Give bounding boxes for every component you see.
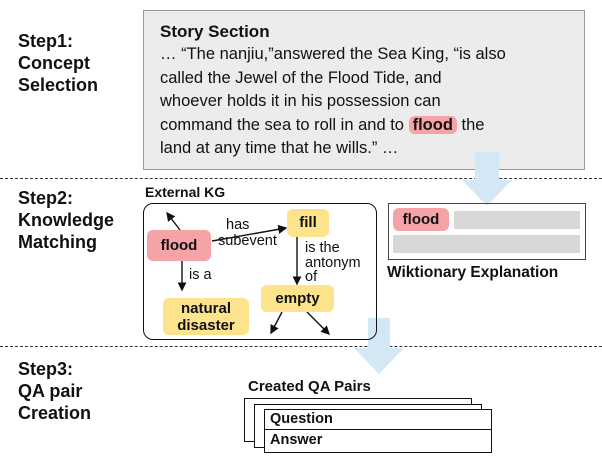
flow-arrow-story-to-wiktionary xyxy=(462,152,512,206)
external-kg-title: External KG xyxy=(145,184,226,200)
step1-title-line2: Selection xyxy=(18,75,99,95)
step2-title-line2: Matching xyxy=(18,232,97,252)
edge-has-subevent xyxy=(211,224,288,242)
wiktionary-panel xyxy=(388,203,586,260)
step1-title-line1: Concept xyxy=(18,53,90,73)
edge-label-has: has xyxy=(226,217,250,233)
kg-node-natural-line2: disaster xyxy=(177,317,235,334)
edge-flood-out-arrow xyxy=(166,211,181,231)
story-line-4: command the sea to roll in and to flood … xyxy=(160,114,570,138)
wiktionary-word-flood: flood xyxy=(393,208,449,231)
wiktionary-explanation-label: Wiktionary Explanation xyxy=(387,264,559,281)
qa-card-front xyxy=(264,409,492,453)
edge-label-subevent: subevent xyxy=(218,233,277,249)
step3-label: Step3: QA pair Creation xyxy=(18,358,91,424)
kg-node-natural-disaster: natural disaster xyxy=(163,298,249,335)
qa-answer-label: Answer xyxy=(270,432,323,448)
edge-label-is-a: is a xyxy=(189,267,212,283)
kg-node-empty: empty xyxy=(261,285,334,312)
step3-title-line1: QA pair xyxy=(18,381,83,401)
step1-label: Step1: Concept Selection xyxy=(18,30,98,96)
story-line-1: … “The nanjiu,”answered the Sea King, “i… xyxy=(160,45,506,63)
story-section-title: Story Section xyxy=(160,22,270,41)
edge-label-of: of xyxy=(305,269,318,285)
story-highlight-concept: flood xyxy=(408,115,457,134)
story-line-3: whoever holds it in his possession can xyxy=(160,92,441,110)
story-line-4-after: the xyxy=(461,115,485,134)
step2-number: Step2: xyxy=(18,188,74,208)
kg-node-natural-line1: natural xyxy=(180,300,231,317)
step2-label: Step2: Knowledge Matching xyxy=(18,187,114,253)
divider-step2-step3 xyxy=(0,346,602,347)
edge-label-is-the: is the xyxy=(305,240,340,256)
qa-question-label: Question xyxy=(270,411,333,427)
edge-label-antonym: antonym xyxy=(305,255,361,271)
qa-card-separator xyxy=(265,429,491,430)
story-line-2: called the Jewel of the Flood Tide, and xyxy=(160,68,442,87)
wiktionary-placeholder-line1 xyxy=(454,211,580,229)
kg-node-flood: flood xyxy=(147,230,211,261)
external-kg-box xyxy=(143,203,377,340)
step3-title-line2: Creation xyxy=(18,403,92,423)
story-section-panel: Story Section … “The nanjiu,”answered th… xyxy=(143,10,585,170)
kg-node-fill: fill xyxy=(287,209,329,237)
step2-title-line1: Knowledge xyxy=(18,210,115,230)
edge-empty-out-left xyxy=(270,311,283,335)
qa-pairs-title: Created QA Pairs xyxy=(248,378,371,395)
story-line-5: land at any time that he wills.” … xyxy=(160,139,399,157)
step1-number: Step1: xyxy=(18,31,74,51)
step3-number: Step3: xyxy=(18,359,74,379)
divider-step1-step2 xyxy=(0,178,602,179)
wiktionary-placeholder-line2 xyxy=(393,235,580,253)
story-line-4-before: command the sea to roll in and to xyxy=(160,115,404,134)
flow-arrow-kg-to-qa xyxy=(354,318,404,374)
edge-empty-out-right xyxy=(306,311,330,335)
